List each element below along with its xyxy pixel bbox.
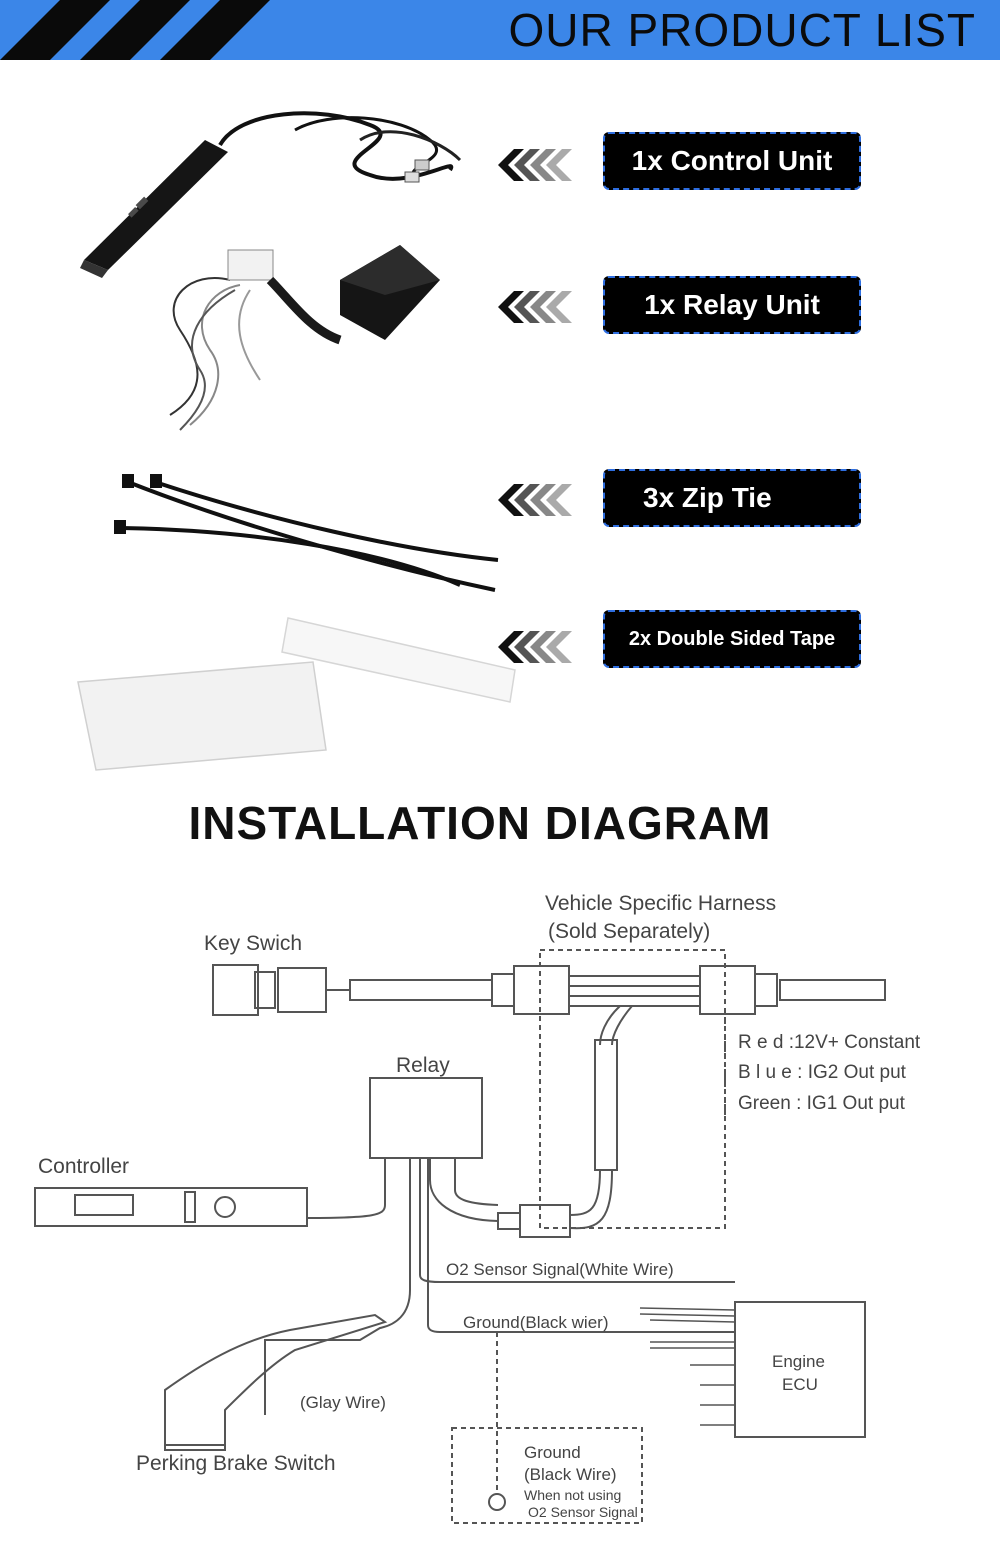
label-glay-wire: (Glay Wire) [300, 1393, 386, 1412]
chevron-left-icon [498, 291, 572, 323]
label-key-switch: Key Swich [204, 932, 302, 955]
label-red-wire: R e d :12V+ Constant [738, 1032, 921, 1053]
chevron-left-icon [498, 484, 572, 516]
label-o2-sensor-signal: O2 Sensor Signal [528, 1504, 638, 1520]
banner-stripes [0, 0, 270, 60]
label-blue-wire: B l u e : IG2 Out put [738, 1062, 907, 1083]
product-label-double-sided-tape: 2x Double Sided Tape [603, 610, 861, 668]
relay-unit-image [169, 245, 440, 431]
label-ground: Ground [524, 1443, 581, 1462]
key-switch-shape [212, 964, 259, 1016]
engine-ecu-shape [734, 1301, 866, 1438]
chevron-left-icon [498, 149, 572, 181]
parking-brake-shape [164, 1313, 388, 1451]
product-label-zip-tie: 3x Zip Tie [603, 469, 861, 527]
product-label-control-unit: 1x Control Unit [603, 132, 861, 190]
installation-diagram: Vehicle Specific Harness (Sold Separatel… [34, 892, 921, 1524]
label-when-not-using: When not using [524, 1487, 621, 1503]
chevron-left-icon [498, 631, 572, 663]
double-sided-tape-image [77, 617, 516, 771]
label-parking-brake: Perking Brake Switch [136, 1452, 336, 1475]
label-green-wire: Green : IG1 Out put [738, 1093, 906, 1114]
label-sold-separately: (Sold Separately) [548, 920, 710, 943]
relay-shape [369, 1077, 483, 1159]
label-vehicle-harness: Vehicle Specific Harness [545, 892, 776, 915]
product-label-relay-unit: 1x Relay Unit [603, 276, 861, 334]
label-ecu: ECU [782, 1375, 818, 1394]
header-banner: OUR PRODUCT LIST [0, 0, 1000, 60]
controller-shape [34, 1187, 308, 1227]
zip-tie-image [114, 474, 499, 592]
label-controller: Controller [38, 1155, 129, 1178]
label-engine: Engine [772, 1352, 825, 1371]
label-o2-signal: O2 Sensor Signal(White Wire) [446, 1260, 674, 1279]
page-title: OUR PRODUCT LIST [508, 4, 976, 56]
control-unit-image [80, 111, 462, 278]
label-ground-black: Ground(Black wier) [463, 1313, 609, 1332]
label-black-wire: (Black Wire) [524, 1465, 617, 1484]
section-title: INSTALLATION DIAGRAM [188, 797, 772, 849]
label-relay: Relay [396, 1054, 450, 1077]
